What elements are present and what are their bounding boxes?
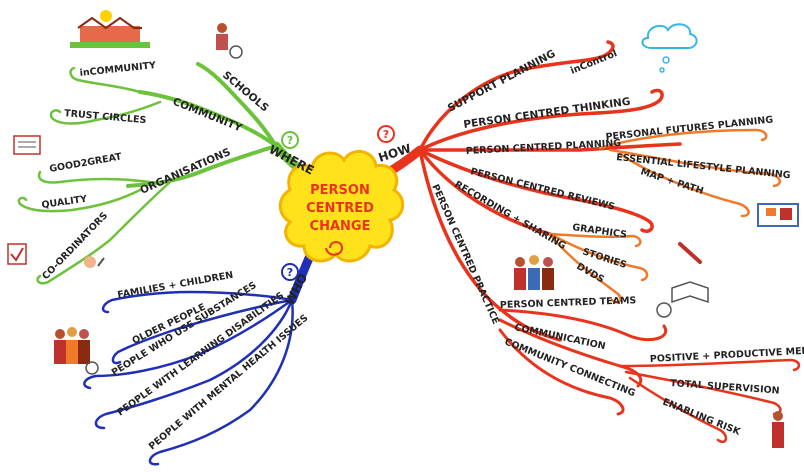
how-total-supervision: TOTAL SUPERVISION bbox=[670, 378, 780, 397]
svg-text:?: ? bbox=[383, 128, 389, 141]
how-personal-futures: PERSONAL FUTURES PLANNING bbox=[605, 114, 774, 143]
where-incommunity: inCOMMUNITY bbox=[79, 60, 156, 79]
how-graphics: GRAPHICS bbox=[572, 222, 628, 241]
how-community-connecting: COMMUNITY CONNECTING bbox=[503, 337, 637, 400]
how-enabling-risk: ENABLING RISK bbox=[661, 397, 742, 438]
houses-icon bbox=[70, 10, 150, 48]
spiral-icon bbox=[325, 241, 344, 256]
people-group-icon bbox=[772, 411, 784, 448]
book-icon bbox=[13, 135, 41, 155]
svg-text:?: ? bbox=[287, 134, 293, 147]
people-group-icon bbox=[84, 256, 105, 268]
how-dvds: DVDS bbox=[575, 261, 607, 286]
people-group-icon bbox=[54, 327, 99, 375]
book-icon bbox=[671, 281, 709, 304]
pencil-icon bbox=[678, 242, 702, 264]
question-mark-icon: ? bbox=[281, 263, 299, 281]
how-pc-teams: PERSON CENTRED TEAMS bbox=[500, 295, 637, 311]
question-mark-icon: ? bbox=[281, 131, 299, 149]
how-support-planning: SUPPORT PLANNING bbox=[446, 48, 558, 115]
center-line-3: CHANGE bbox=[310, 219, 371, 234]
book-icon bbox=[757, 203, 799, 227]
where-community: COMMUNITY bbox=[171, 96, 244, 135]
center-line-2: CENTRED bbox=[306, 201, 374, 216]
who-families: FAMILIES + CHILDREN bbox=[117, 270, 235, 301]
where-organisations: ORGANISATIONS bbox=[138, 146, 232, 197]
wheelchair-icon bbox=[656, 302, 672, 318]
people-group-icon bbox=[514, 255, 554, 290]
question-mark-icon: ? bbox=[377, 125, 395, 143]
how-branch bbox=[367, 40, 801, 444]
who-branch bbox=[83, 235, 323, 466]
where-good2great: GOOD2GREAT bbox=[49, 151, 123, 175]
cloud-icon bbox=[641, 23, 698, 73]
checkbox-icon bbox=[7, 243, 27, 265]
how-pc-planning: PERSON CENTRED PLANNING bbox=[466, 138, 622, 157]
people-group-icon bbox=[216, 23, 243, 59]
center-node: PERSON CENTRED CHANGE bbox=[278, 150, 405, 263]
center-line-1: PERSON bbox=[310, 183, 370, 198]
svg-text:?: ? bbox=[287, 266, 293, 279]
where-coordinators: CO-ORDINATORS bbox=[40, 210, 110, 282]
